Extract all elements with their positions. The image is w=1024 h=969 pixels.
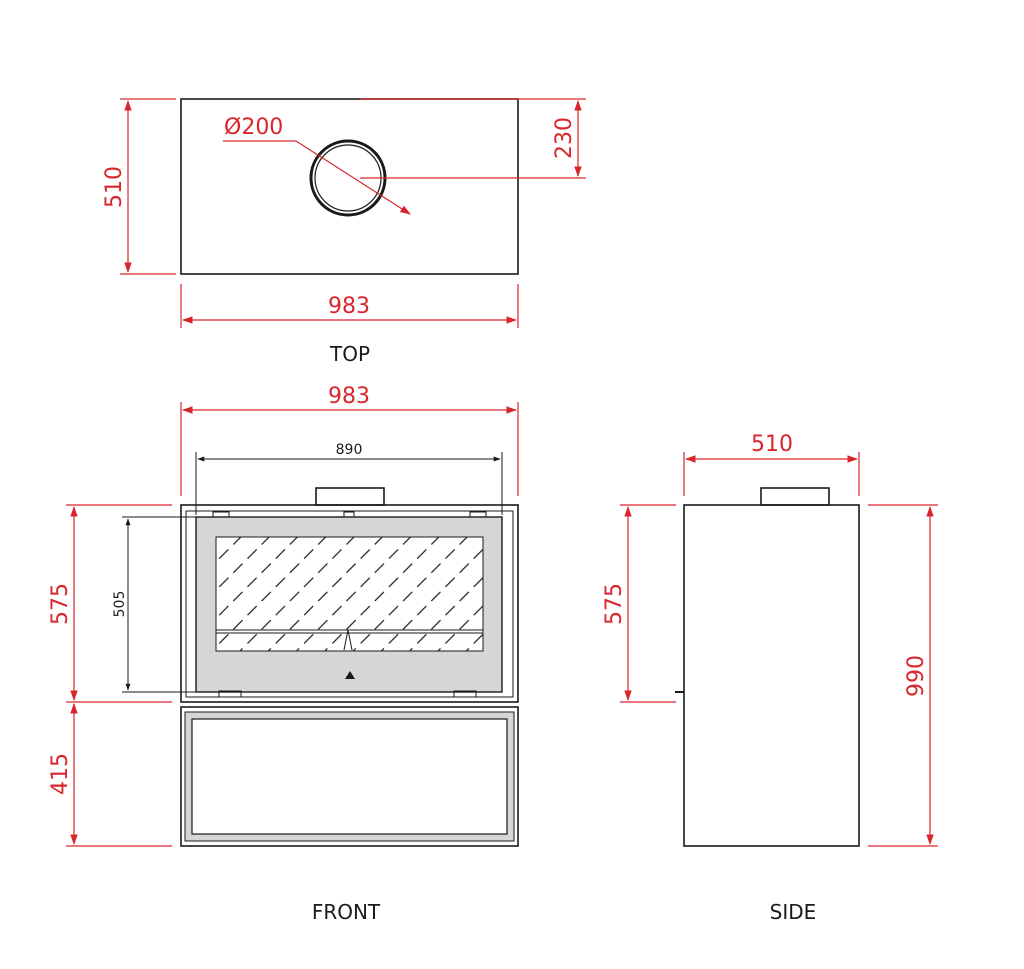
dim-front-upper-height: 575 (48, 504, 172, 703)
dim-top-offset: 230 (360, 98, 586, 179)
dim-label: 575 (602, 583, 627, 625)
dim-label: 510 (751, 432, 793, 457)
dim-front-lower-height: 415 (48, 702, 172, 847)
dim-side-depth: 510 (683, 432, 860, 496)
flue-collar (315, 487, 385, 506)
side-outline (683, 504, 860, 847)
view-title-front: FRONT (312, 900, 381, 924)
dim-front-glass-height: 505 (112, 516, 196, 693)
dim-label: 510 (102, 166, 127, 208)
dim-top-depth: 510 (102, 98, 176, 275)
dim-side-total-height: 990 (868, 504, 938, 847)
stove-foot (218, 690, 242, 698)
log-store (180, 706, 519, 847)
dim-label: Ø200 (224, 115, 283, 140)
stove-foot (453, 690, 477, 698)
top-outline (180, 98, 519, 275)
dim-label: 983 (328, 384, 370, 409)
burner-icon (343, 629, 353, 651)
dim-front-width: 983 (180, 384, 519, 496)
view-title-top: TOP (329, 342, 370, 366)
flue-collar (760, 487, 830, 506)
dim-label: 890 (336, 442, 363, 458)
front-view: 983 890 575 505 415 FRONT (48, 384, 519, 924)
dim-label: 983 (328, 294, 370, 319)
dim-top-diameter: Ø200 (223, 115, 411, 215)
dim-label: 230 (552, 117, 577, 159)
dim-top-width: 983 (180, 284, 519, 328)
dim-label: 505 (112, 591, 128, 618)
dim-side-upper-height: 575 (602, 504, 676, 703)
door-handle-icon (345, 671, 355, 679)
dim-label: 990 (904, 655, 929, 697)
dim-label: 575 (48, 583, 73, 625)
side-view: 510 575 990 SIDE (602, 432, 938, 924)
stove-body (180, 504, 519, 703)
view-title-side: SIDE (770, 900, 817, 924)
top-view: Ø200 230 510 983 TOP (102, 98, 586, 366)
dim-label: 415 (48, 753, 73, 795)
dim-front-inner-width: 890 (195, 442, 503, 515)
